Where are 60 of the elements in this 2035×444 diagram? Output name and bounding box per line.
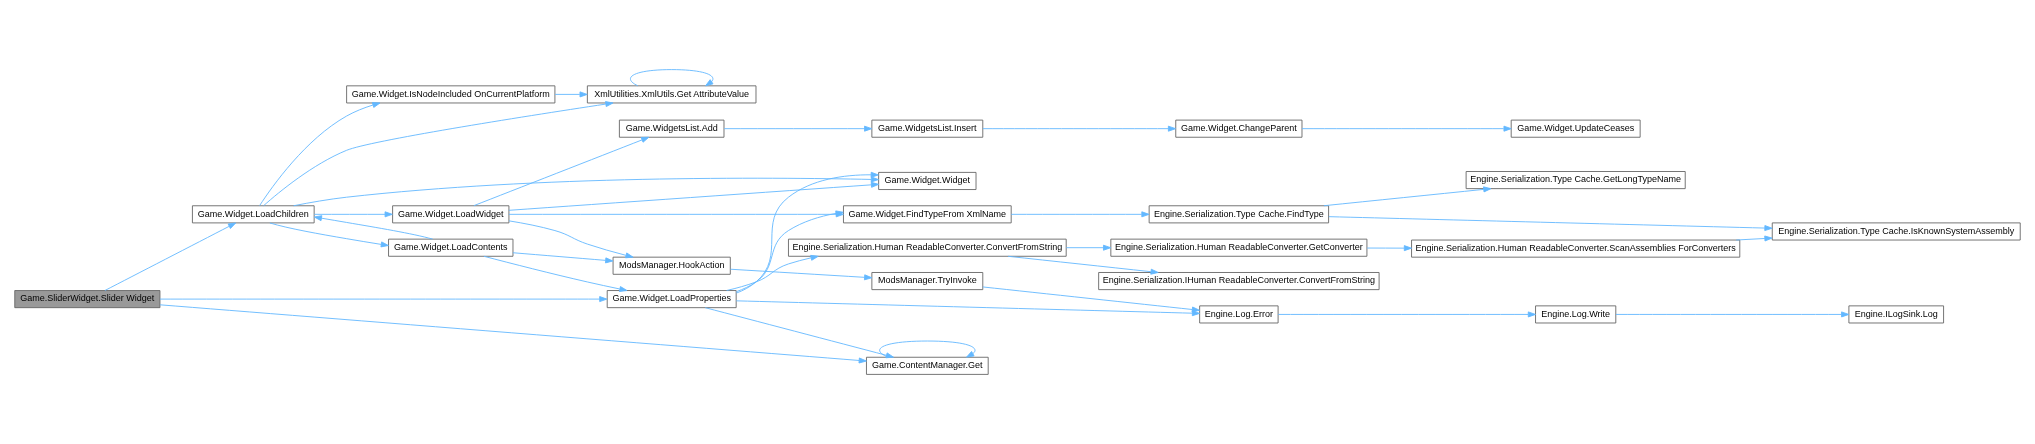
arrow — [1007, 255, 1159, 275]
arrow — [730, 268, 873, 281]
arrow — [1735, 235, 1773, 242]
node-box: Engine.Serialization.IHuman ReadableConverter.ConvertFromString — [1098, 272, 1380, 291]
node-box: Game.Widget.LoadProperties — [606, 290, 737, 309]
arrow — [726, 254, 819, 291]
arrow — [1328, 216, 1773, 232]
node-box: Game.SliderWidget.Slider Widget — [14, 290, 161, 309]
node-box: ModsManager.HookAction — [612, 256, 731, 275]
arrow — [1301, 125, 1512, 132]
arrow — [982, 125, 1177, 132]
node-box: Engine.Serialization.Type Cache.GetLongTypeName — [1465, 171, 1686, 190]
node-box: Engine.Serialization.Human ReadableConverter.ConvertFromString — [788, 238, 1067, 257]
node-box: Game.ContentManager.Get — [866, 356, 989, 375]
arrow — [159, 304, 867, 364]
arrow — [1615, 311, 1850, 318]
node-box: Engine.ILogSink.Log — [1848, 305, 1945, 324]
arrow — [704, 307, 894, 359]
arrow — [630, 69, 714, 87]
node-box: Game.Widget.UpdateCeases — [1510, 119, 1641, 138]
node-box: Engine.Serialization.Type Cache.FindType — [1148, 205, 1330, 224]
arrow — [508, 220, 634, 259]
arrow — [259, 102, 381, 206]
node-box: XmlUtilities.XmlUtils.Get AttributeValue — [586, 85, 757, 104]
arrow — [1366, 245, 1412, 252]
arrow — [982, 286, 1200, 313]
arrow — [735, 171, 879, 294]
node-box: Engine.Serialization.Human ReadableConverter.GetConverter — [1110, 238, 1368, 257]
node-box: Game.Widget.Widget — [878, 171, 977, 190]
node-box: Game.WidgetsList.Add — [618, 119, 725, 138]
arrow — [473, 136, 650, 207]
arrow — [723, 125, 873, 132]
node-box: Game.Widget.LoadWidget — [392, 205, 510, 224]
arrow — [1323, 186, 1492, 207]
node-box: Engine.Serialization.Human ReadableConverter.ScanAssemblies ForConverters — [1411, 239, 1741, 258]
arrow — [313, 215, 434, 240]
arrow — [104, 222, 237, 291]
arrow — [1065, 244, 1112, 251]
arrow — [554, 91, 588, 98]
arrow — [508, 181, 880, 211]
arrow — [879, 340, 976, 358]
node-box: Game.WidgetsList.Insert — [871, 119, 984, 138]
node-box: Engine.Log.Error — [1199, 305, 1279, 324]
node-box: ModsManager.TryInvoke — [871, 272, 984, 291]
arrow — [263, 101, 614, 207]
arrow — [1010, 211, 1150, 218]
arrow — [269, 222, 389, 248]
arrow — [483, 255, 628, 292]
node-box: Game.Widget.IsNodeIncluded OnCurrentPlatform — [346, 85, 556, 104]
node-box: Game.Widget.ChangeParent — [1175, 119, 1303, 138]
arrow — [313, 211, 393, 218]
arrow — [159, 296, 608, 303]
node-box: Engine.Serialization.Type Cache.IsKnownSystemAssembly — [1771, 222, 2021, 241]
node-box: Game.Widget.LoadChildren — [191, 205, 315, 224]
arrow — [1277, 311, 1536, 318]
node-box: Engine.Log.Write — [1535, 305, 1617, 324]
node-box: Game.Widget.FindTypeFrom XmlName — [843, 205, 1012, 224]
arrow — [512, 252, 614, 264]
node-box: Game.Widget.LoadContents — [388, 238, 514, 257]
arrow — [293, 176, 879, 207]
